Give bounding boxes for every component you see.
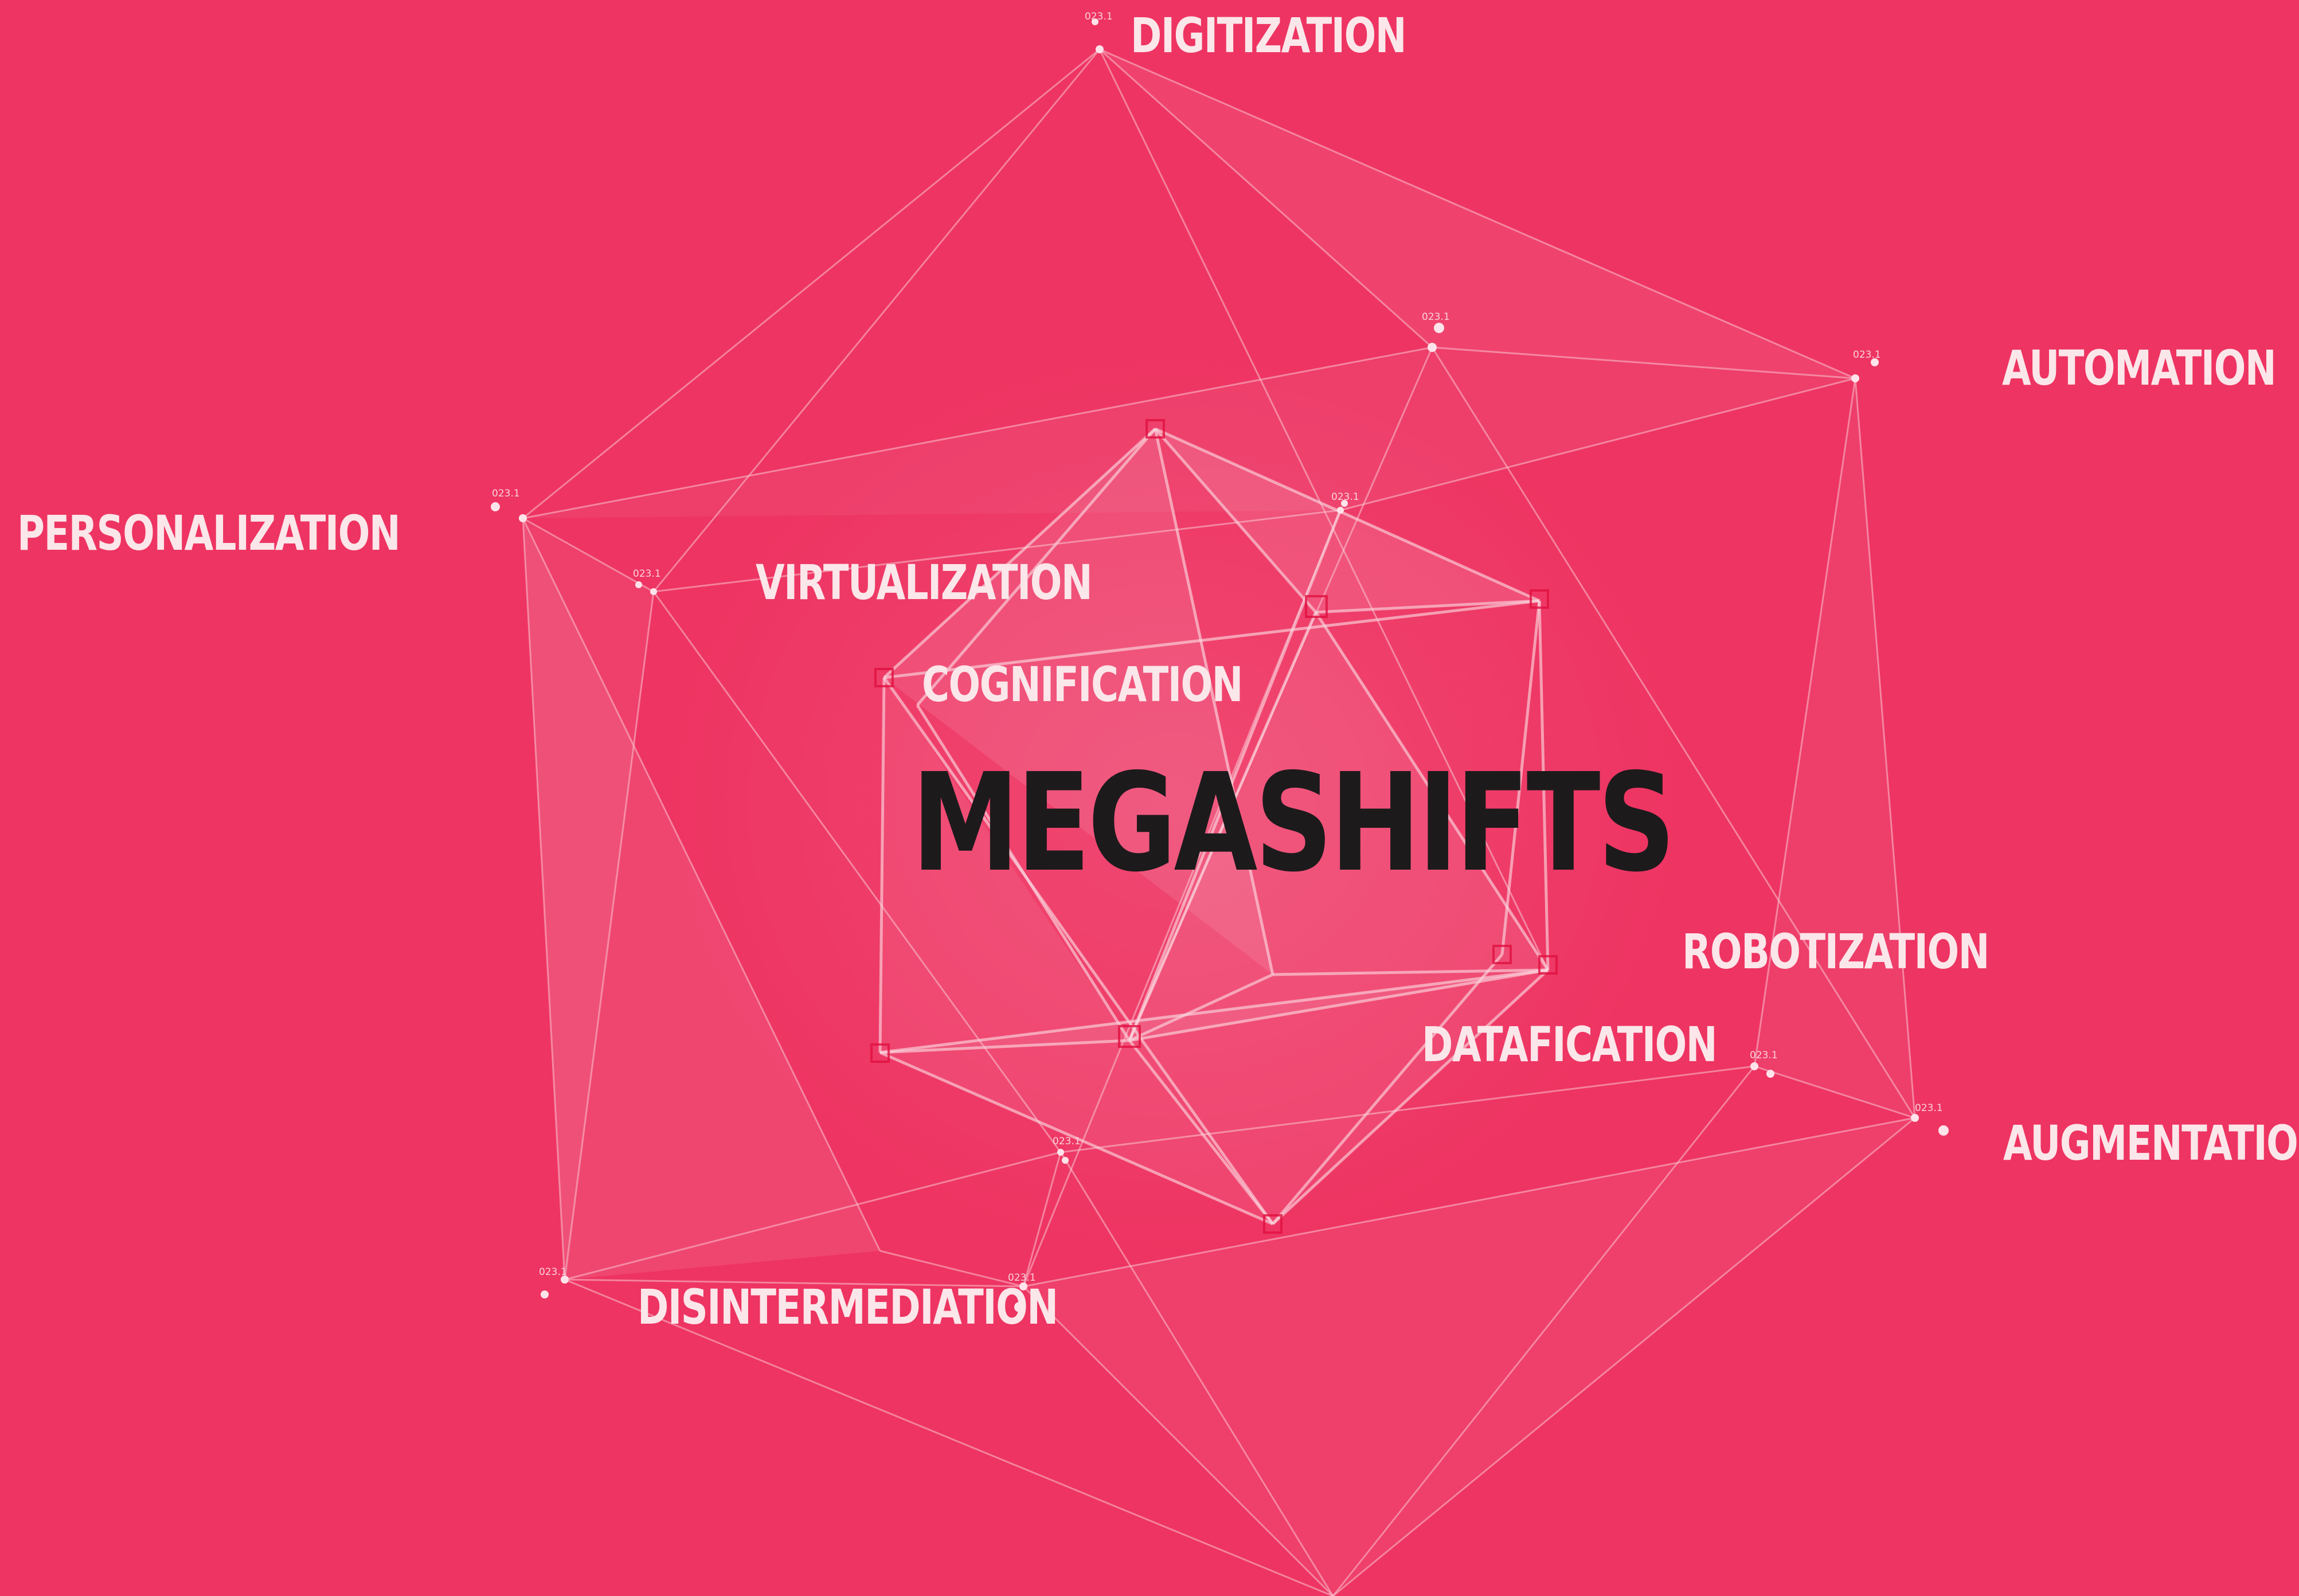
inner-markers xyxy=(870,419,1558,1234)
node-dot xyxy=(1434,323,1444,333)
node-tag: 023.1 xyxy=(1085,11,1113,22)
node-dot xyxy=(1871,358,1879,366)
node-dot xyxy=(1911,1114,1919,1122)
node-dot xyxy=(1057,1149,1064,1156)
node-tag: 023.1 xyxy=(1331,491,1359,503)
square-marker xyxy=(1263,1214,1283,1234)
node-dot xyxy=(1092,18,1098,25)
node-dot xyxy=(1337,507,1344,514)
node-dot xyxy=(491,502,500,511)
node-dot xyxy=(519,514,527,522)
square-marker xyxy=(874,668,894,687)
node-dot xyxy=(1851,374,1859,382)
node-dot xyxy=(1341,500,1348,507)
diagram-title: MEGASHIFTS xyxy=(912,744,1676,902)
node-tags: 023.1 023.1 023.1 023.1 023.1 023.1 023.… xyxy=(492,11,1943,1284)
label-datafication: DATAFICATION xyxy=(1422,1016,1718,1073)
node-dot xyxy=(1938,1125,1949,1136)
square-marker xyxy=(1118,1025,1141,1048)
node-dot xyxy=(1428,343,1437,352)
label-virtualization: VIRTUALIZATION xyxy=(756,554,1093,611)
node-dot xyxy=(1014,1302,1025,1312)
label-augmentation: AUGMENTATION xyxy=(2003,1115,2299,1171)
square-marker xyxy=(1538,955,1558,975)
square-marker xyxy=(1492,945,1512,964)
node-tag: 023.1 xyxy=(1053,1136,1081,1147)
node-dot xyxy=(1062,1157,1069,1164)
label-disintermediation: DISINTERMEDIATION xyxy=(638,1279,1058,1335)
label-personalization: PERSONALIZATION xyxy=(17,505,401,561)
node-dot xyxy=(650,588,657,595)
node-tag: 023.1 xyxy=(1422,311,1450,323)
square-marker xyxy=(1305,595,1328,618)
node-dot xyxy=(1766,1070,1774,1078)
node-dot xyxy=(1019,1282,1027,1290)
node-dot xyxy=(561,1276,569,1284)
outer-nodes xyxy=(491,18,1949,1312)
node-tag: 023.1 xyxy=(1008,1272,1036,1284)
node-tag: 023.1 xyxy=(539,1266,567,1278)
node-tag: 023.1 xyxy=(1853,349,1881,361)
node-dot xyxy=(541,1290,549,1298)
face-outer-right xyxy=(1754,378,1915,1118)
node-dot xyxy=(635,581,642,588)
node-dot xyxy=(1750,1062,1758,1070)
label-digitization: DIGITIZATION xyxy=(1131,7,1407,64)
square-marker xyxy=(870,1043,890,1063)
square-marker xyxy=(1145,419,1165,439)
node-tag: 023.1 xyxy=(633,568,661,580)
label-robotization: ROBOTIZATION xyxy=(1682,924,1989,980)
center-glow xyxy=(659,344,1691,1261)
face-outer-left-inner xyxy=(523,518,654,1280)
node-tag: 023.1 xyxy=(1915,1102,1943,1114)
node-tag: 023.1 xyxy=(492,488,520,499)
square-marker xyxy=(1530,589,1549,609)
label-automation: AUTOMATION xyxy=(2002,340,2277,396)
face-outer-bottom xyxy=(1023,1118,1915,1596)
label-cognification: COGNIFICATION xyxy=(922,656,1244,713)
node-tag: 023.1 xyxy=(1750,1050,1778,1061)
node-dot xyxy=(1096,45,1104,53)
